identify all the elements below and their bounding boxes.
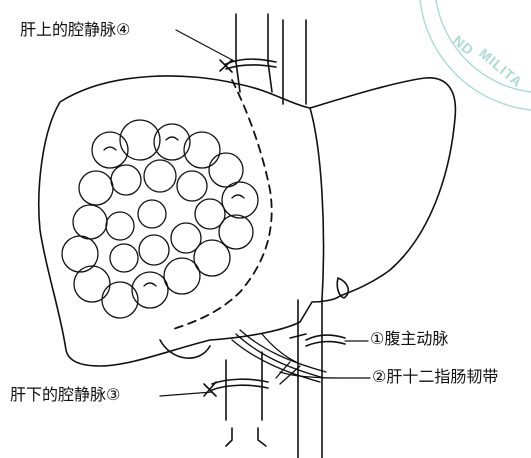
hepatoduodenal-ligament: [232, 330, 340, 384]
label-suprahepatic-vena-cava: 肝上的腔静脉④: [20, 21, 130, 39]
tumor-mass: [62, 120, 258, 318]
label-infrahepatic-vena-cava: 肝下的腔静脉③: [10, 386, 120, 404]
resection-line: [170, 80, 272, 330]
aorta-vessel: [283, 20, 345, 458]
leader-suprahepatic: [176, 30, 236, 62]
watermark-stamp: ND MILITA: [420, 0, 531, 110]
stamp-text-1: ND: [450, 32, 477, 59]
infrahepatic-vena-cava: [204, 352, 268, 446]
liver-outline: [39, 76, 456, 366]
suprahepatic-vena-cava: [220, 14, 276, 92]
label-celiac-artery: ①腹主动脉: [370, 330, 448, 348]
leader-lines: [160, 30, 370, 396]
label-hepatoduodenal-ligament: ②肝十二指肠韧带: [372, 368, 498, 386]
